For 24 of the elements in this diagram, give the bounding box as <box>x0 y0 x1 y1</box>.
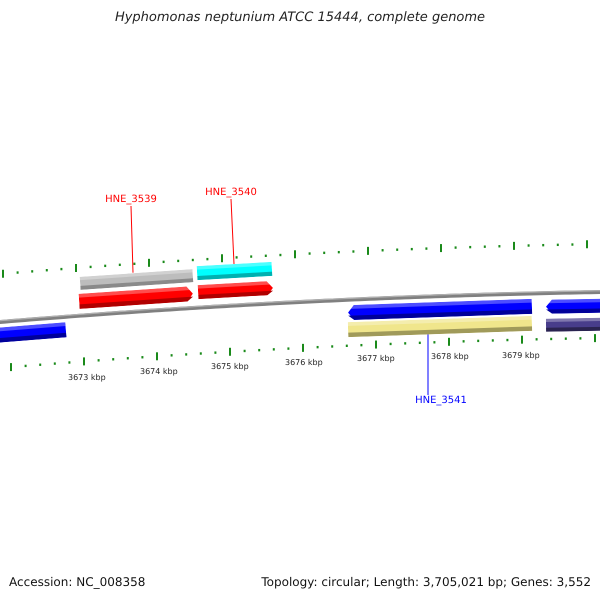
tick-label: 3675 kbp <box>211 362 249 371</box>
tick-label: 3673 kbp <box>68 373 106 382</box>
gene-feature <box>546 316 600 332</box>
gene-feature <box>196 262 272 280</box>
accession-text: Accession: NC_008358 <box>9 575 146 589</box>
gene-feature-pointed <box>348 298 532 320</box>
tick-label: 3674 kbp <box>140 367 178 376</box>
leader-line <box>230 198 234 264</box>
gene-label: HNE_3539 <box>96 194 166 206</box>
gene-feature <box>348 315 532 337</box>
gene-label: HNE_3540 <box>196 187 266 199</box>
gene-feature <box>0 322 66 342</box>
leader-line <box>130 206 134 274</box>
genome-info-text: Topology: circular; Length: 3,705,021 bp; Genes: 3,552 <box>261 575 591 589</box>
tick-label: 3676 kbp <box>285 358 323 367</box>
gene-feature-pointed <box>546 298 600 314</box>
gene-feature-pointed <box>197 280 273 300</box>
tick-label: 3679 kbp <box>502 351 540 360</box>
tick-label: 3677 kbp <box>357 354 395 363</box>
tick-label: 3678 kbp <box>431 352 469 361</box>
gene-feature-pointed <box>78 286 194 308</box>
gene-feature <box>79 268 193 290</box>
gene-label: HNE_3541 <box>406 395 476 407</box>
title: Hyphomonas neptunium ATCC 15444, complete genome <box>114 10 486 25</box>
